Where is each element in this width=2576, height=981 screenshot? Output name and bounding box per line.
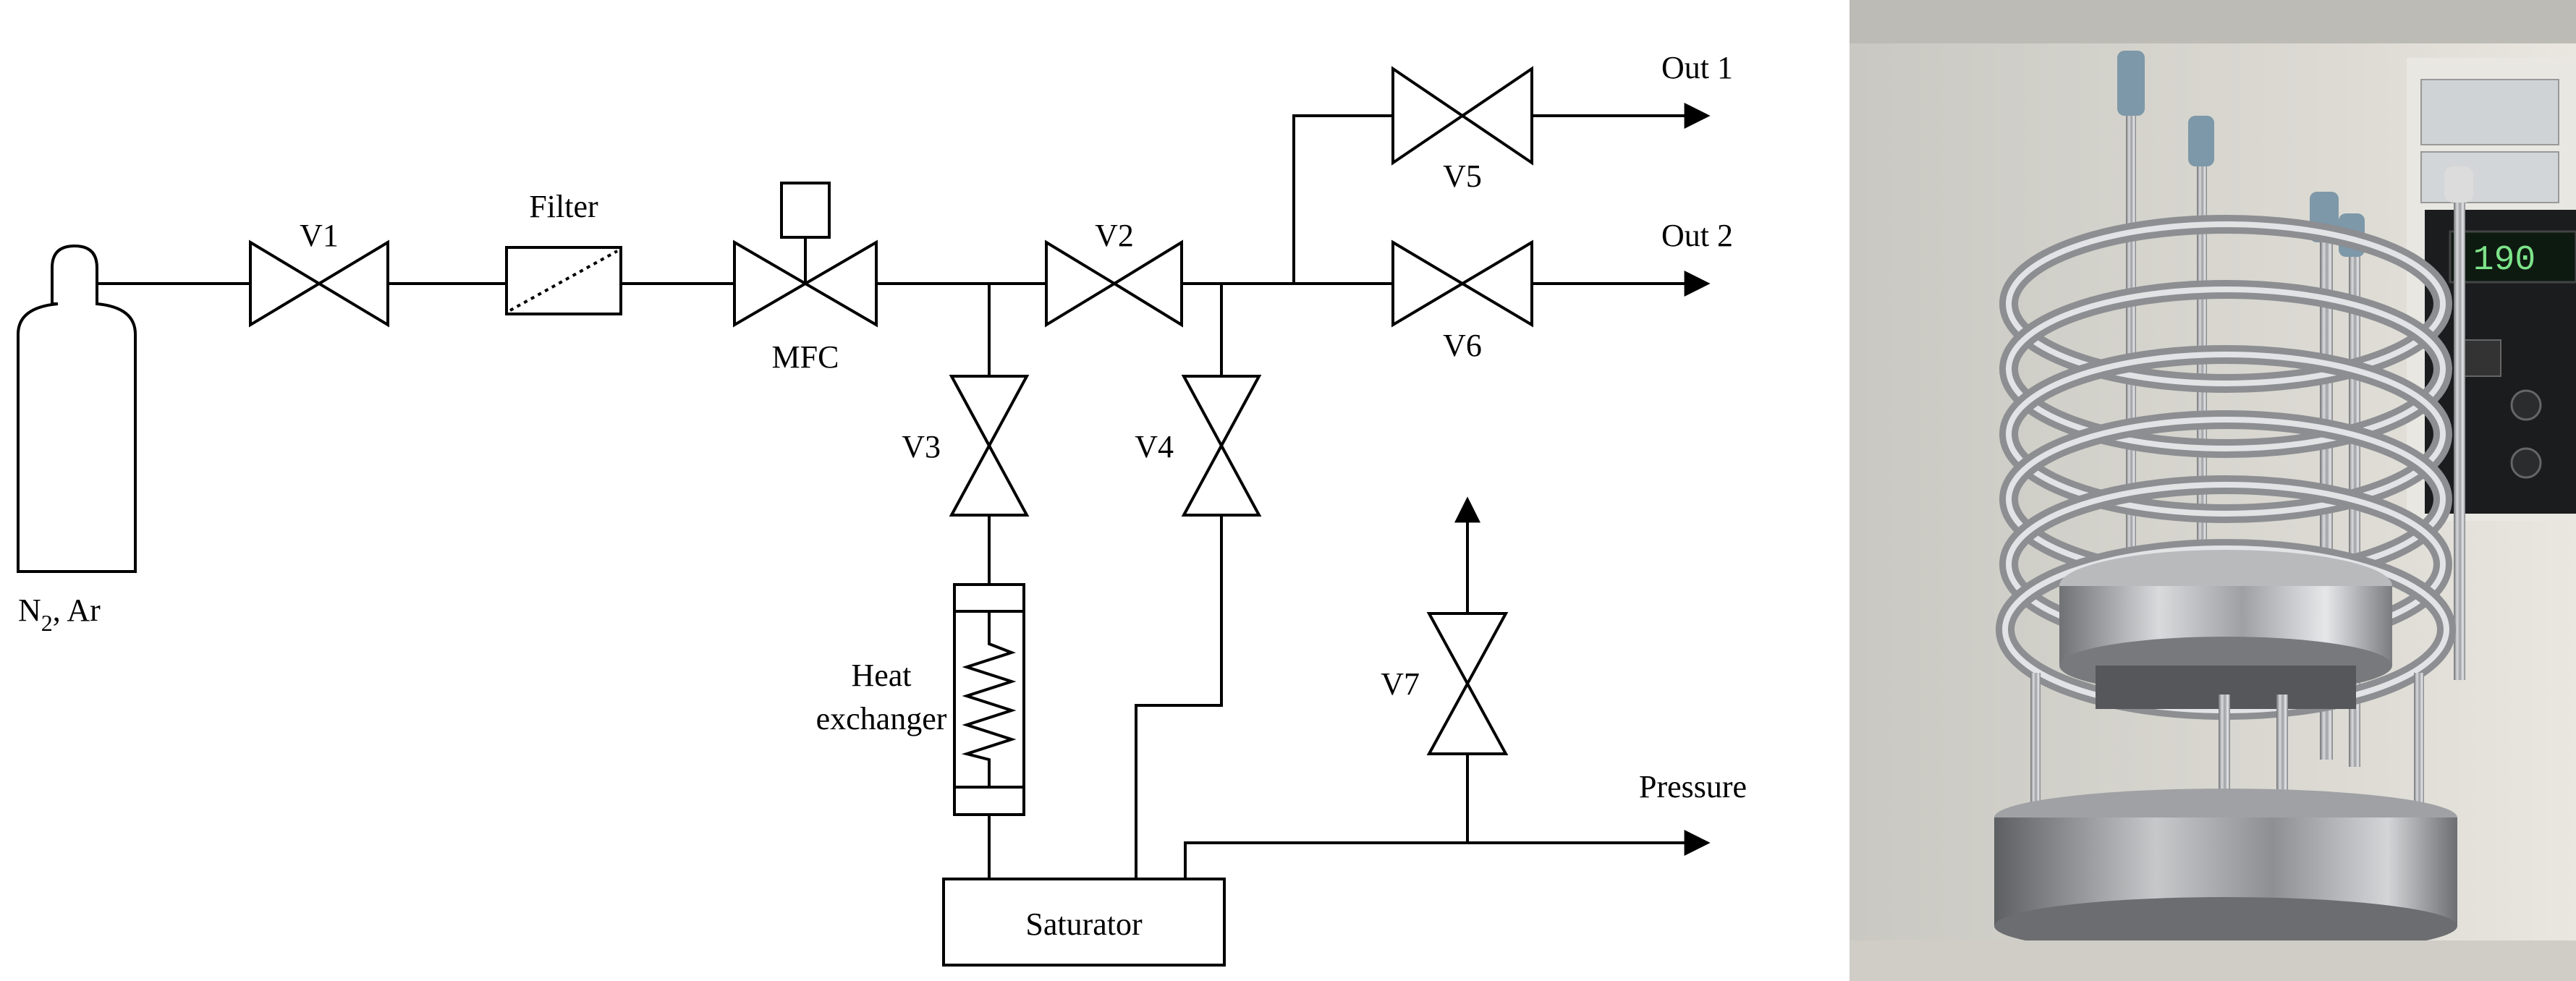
- saturator-base: [1994, 789, 2457, 955]
- valve-v3-label: V3: [902, 429, 941, 464]
- valve-v1-label: V1: [300, 218, 339, 253]
- filter: [505, 246, 622, 315]
- saturator: [942, 878, 1226, 967]
- source-label: N2, Ar: [18, 593, 101, 636]
- saturator-photo: 190: [1850, 0, 2576, 981]
- saturator-label: Saturator: [1025, 906, 1143, 942]
- valve-v6-label: V6: [1443, 328, 1482, 363]
- heat-exchanger-label-line1: Heat: [851, 658, 911, 693]
- out1-label: Out 1: [1661, 50, 1733, 85]
- valve-v5: [1391, 66, 1533, 166]
- heat-exchanger-label-line2: exchanger: [816, 701, 947, 736]
- instrument-display-readout: 190: [2473, 241, 2535, 280]
- pipes: [97, 103, 1711, 879]
- valve-v4: [1181, 375, 1262, 517]
- valve-v5-label: V5: [1443, 158, 1482, 194]
- filter-label: Filter: [529, 189, 598, 224]
- saturator-vessel: [2059, 550, 2392, 709]
- pressure-label: Pressure: [1639, 769, 1747, 804]
- mfc-label: MFC: [772, 339, 839, 375]
- gas-cylinder: [17, 244, 137, 573]
- valve-v2-label: V2: [1095, 218, 1134, 253]
- valve-v4-label: V4: [1135, 429, 1174, 464]
- valve-v7: [1426, 612, 1509, 755]
- out2-label: Out 2: [1661, 218, 1733, 253]
- valve-v1: [249, 239, 389, 328]
- valve-mfc: [733, 182, 878, 328]
- valve-v6: [1391, 239, 1533, 328]
- valve-v2: [1045, 239, 1183, 328]
- heat-exchanger: [953, 583, 1025, 816]
- valve-v3: [949, 375, 1030, 517]
- flow-diagram: N2, Ar V1 MFC Filter: [17, 50, 1747, 967]
- valve-v7-label: V7: [1381, 666, 1420, 702]
